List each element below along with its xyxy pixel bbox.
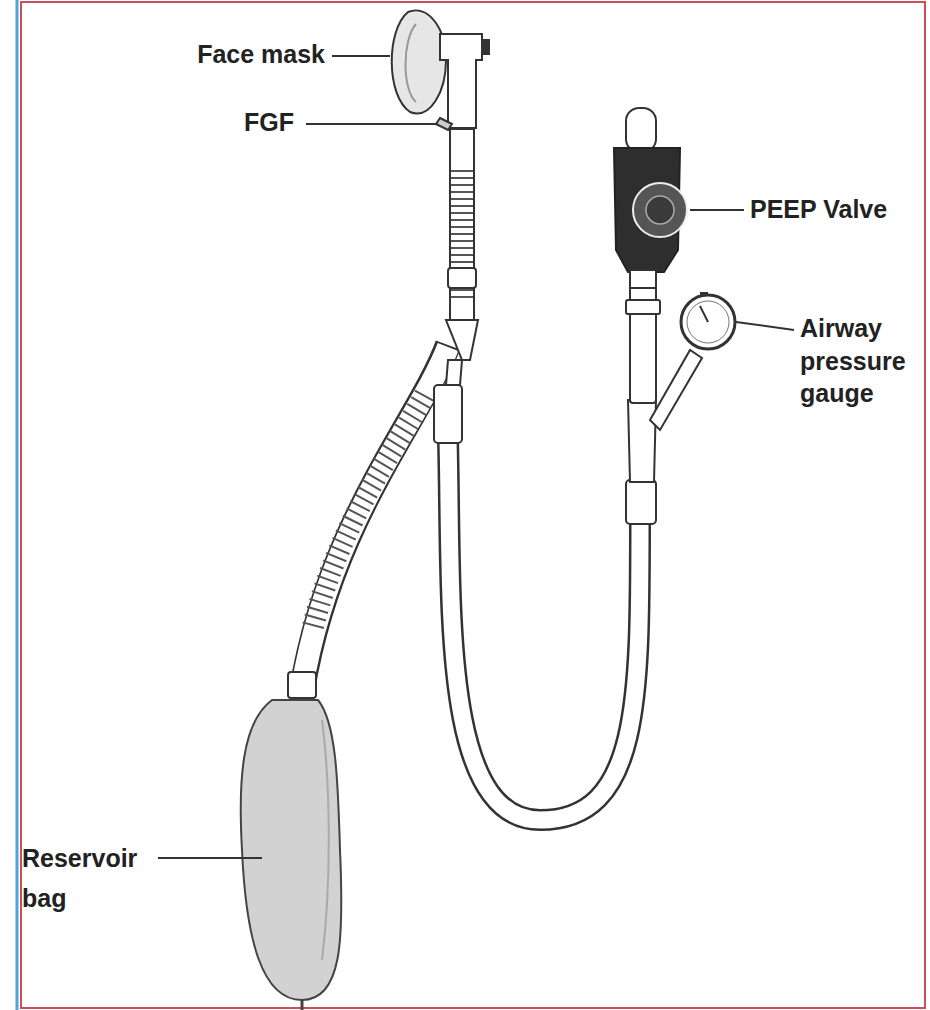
part-label: Reservoir bag bbox=[22, 838, 154, 918]
y-piece bbox=[288, 268, 478, 698]
part-label: Face mask bbox=[160, 38, 325, 71]
corrugated-tube bbox=[302, 128, 462, 690]
leader-lines bbox=[158, 56, 794, 858]
part-label: Airway pressure gauge bbox=[800, 312, 922, 410]
frame bbox=[21, 2, 925, 1008]
expiratory-hose bbox=[448, 440, 640, 820]
part-label: PEEP Valve bbox=[750, 193, 922, 226]
reservoir-bag bbox=[241, 700, 342, 1010]
part-label: FGF bbox=[244, 106, 304, 139]
pressure-gauge bbox=[681, 292, 735, 349]
peep-valve bbox=[614, 108, 687, 288]
face-mask bbox=[392, 10, 489, 130]
frame-edge bbox=[16, 0, 19, 1010]
